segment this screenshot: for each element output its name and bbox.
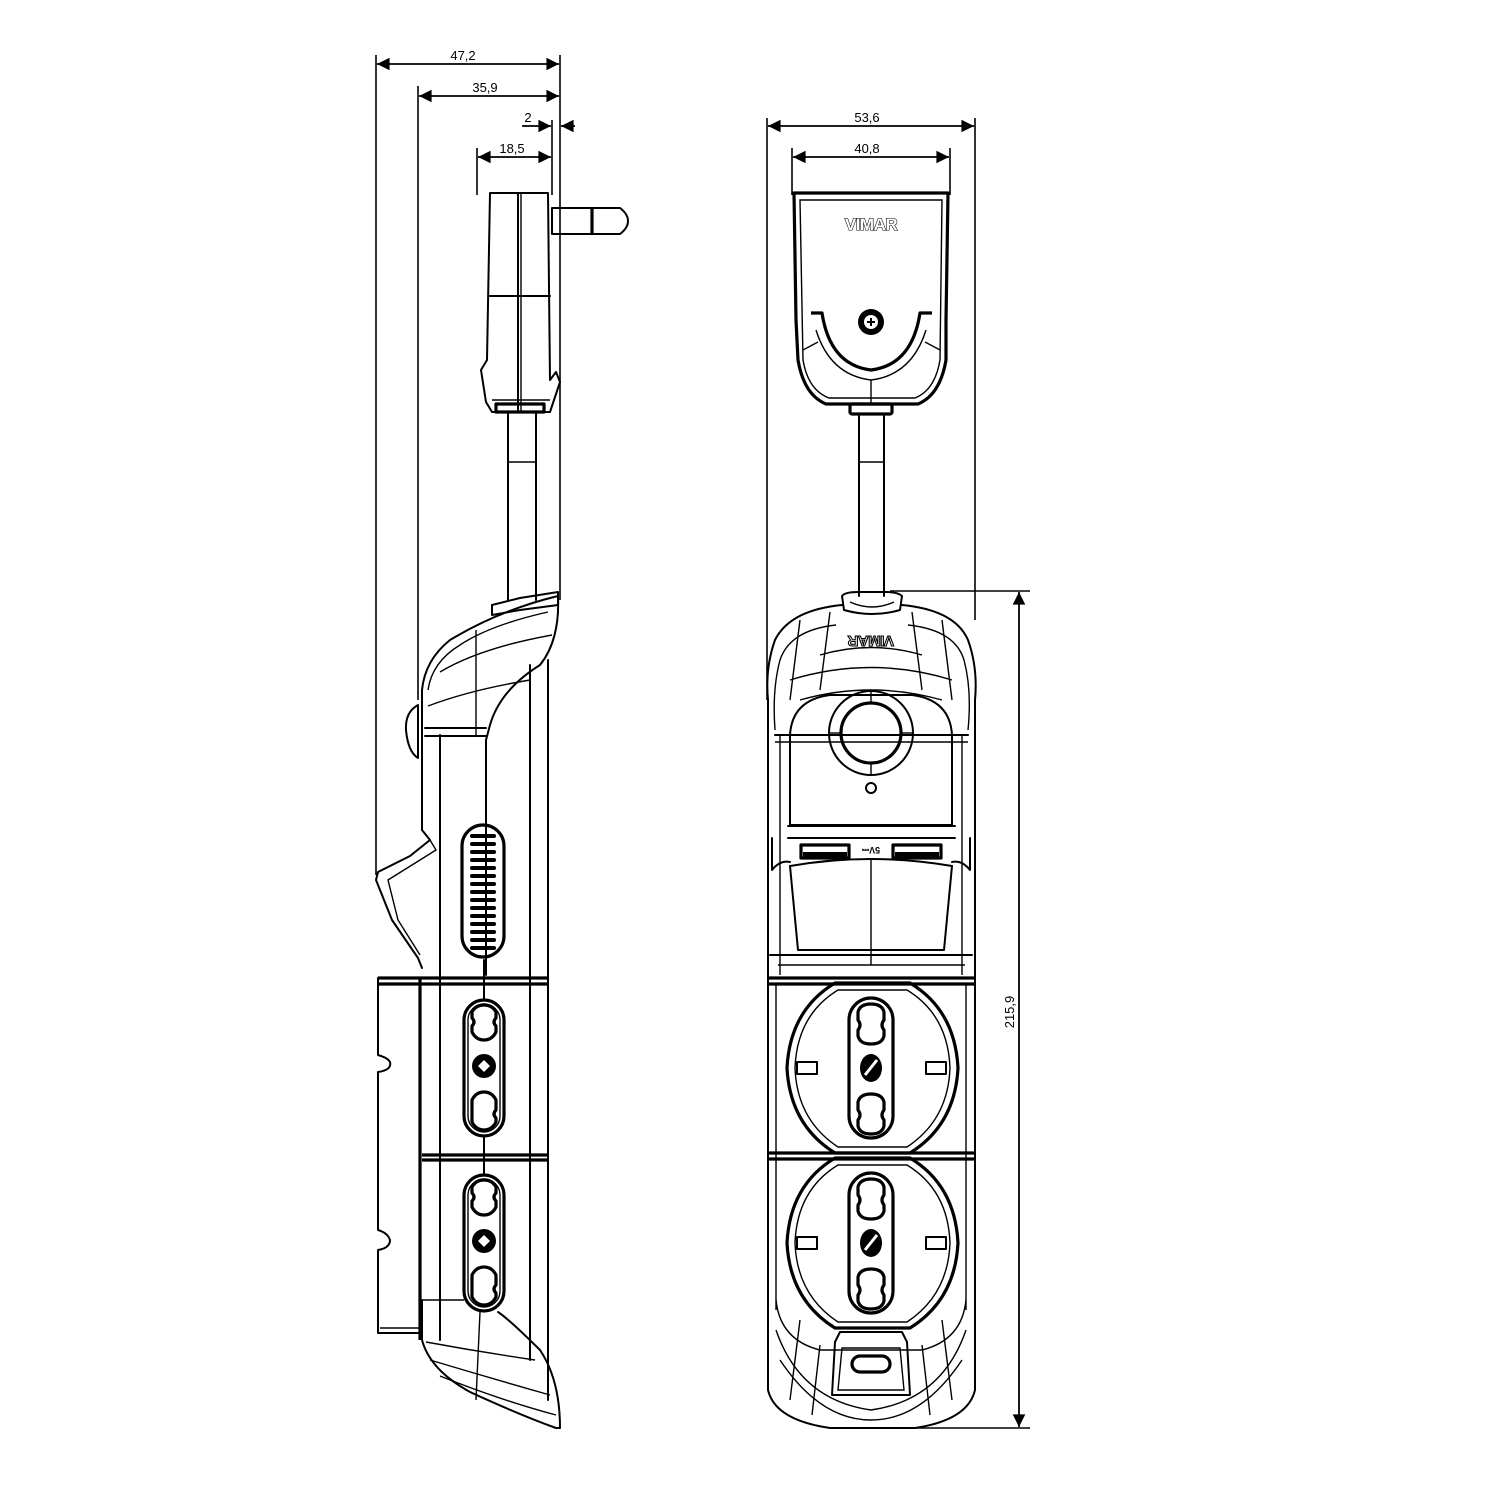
dimension-label-body-depth: 35,9 (472, 80, 497, 95)
socket-2 (785, 1156, 960, 1330)
dimension-label-plug-depth: 18,5 (499, 141, 524, 156)
hanging-slot (850, 1354, 892, 1374)
front-view-body: VIMAR 5V⎓ (766, 591, 977, 1429)
socket-1-hole-bottom (856, 1092, 886, 1136)
usb-voltage-label: 5V⎓ (861, 845, 880, 855)
side-view-body (375, 591, 561, 1429)
socket-2-hole-bottom (856, 1267, 886, 1311)
indicator-led (865, 782, 877, 794)
front-view-dimensions: 53,6 40,8 215,9 (766, 110, 1030, 1429)
hanging-slot-housing (831, 1331, 911, 1396)
socket-2-hole-top (856, 1177, 886, 1221)
dimension-label-overall-depth: 47,2 (450, 48, 475, 63)
plug-pin (551, 207, 629, 235)
brand-logo-body: VIMAR (847, 632, 894, 649)
side-switch (404, 704, 419, 759)
ventilation-grille (460, 823, 506, 959)
dimension-label-pin-offset: 2 (524, 110, 531, 125)
vent-slots (470, 834, 496, 950)
brand-logo-plug: VIMAR (845, 215, 898, 234)
dimension-label-body-height: 215,9 (1002, 996, 1017, 1029)
socket-1-hole-top (856, 1002, 886, 1046)
dimension-label-overall-width: 53,6 (854, 110, 879, 125)
usb-port-2 (891, 843, 943, 860)
dimension-label-plug-width: 40,8 (854, 141, 879, 156)
front-view-plug: VIMAR (792, 191, 950, 597)
power-switch-button[interactable] (839, 701, 903, 765)
usb-port-1 (799, 843, 851, 860)
socket-1 (785, 981, 960, 1155)
side-view-plug (480, 192, 629, 601)
side-view-dimensions: 47,2 35,9 2 18,5 (375, 48, 575, 875)
